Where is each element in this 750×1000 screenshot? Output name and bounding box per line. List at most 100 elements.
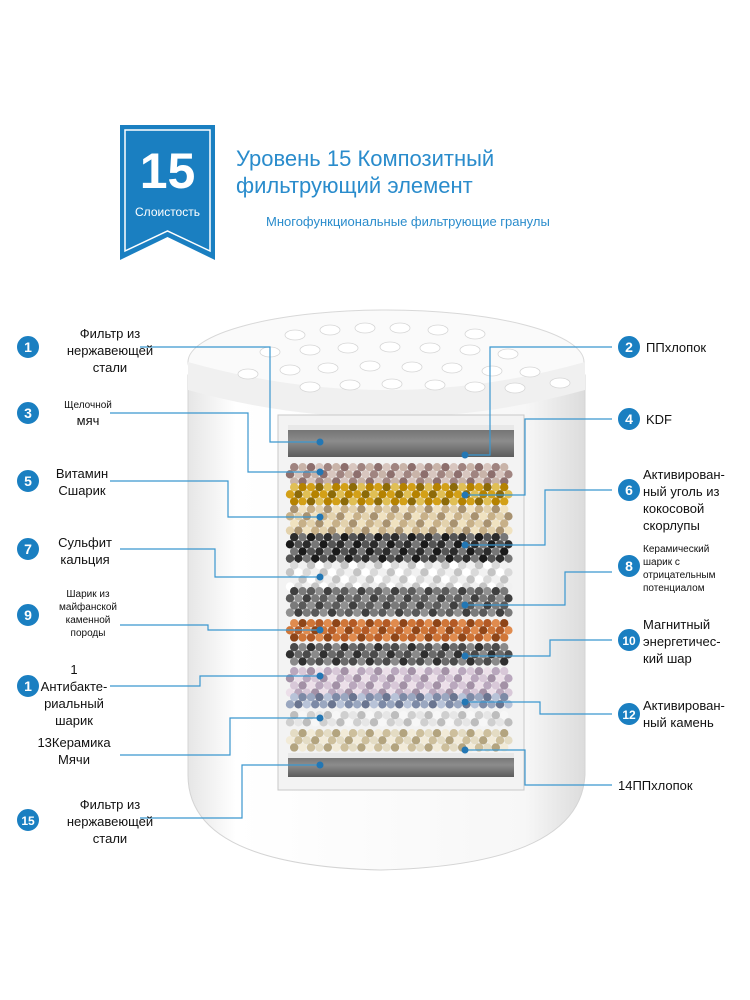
label-line: нержавеющей (66, 343, 154, 358)
leader-line (465, 749, 612, 786)
label-line: ный уголь из (643, 484, 720, 499)
leader-end-dot (316, 468, 324, 476)
number-badge: 1 (15, 334, 41, 360)
leader-line (120, 548, 320, 578)
label-line: скорлупы (643, 518, 700, 533)
granule-layer (285, 587, 513, 617)
number-badge: 9 (15, 602, 41, 628)
number-badge-text: 2 (625, 339, 633, 355)
label-line: кокосовой (643, 501, 705, 516)
leader-end-dot (461, 601, 469, 609)
label-line: KDF (646, 412, 672, 427)
granule-layer (285, 505, 513, 535)
leader-line (465, 639, 612, 657)
number-badge-text: 12 (622, 708, 636, 722)
right-component-label: Магнитный энергетичес-кий шар (643, 616, 721, 667)
leader-line (465, 571, 612, 606)
number-badge-text: 10 (622, 634, 636, 648)
granule-layer (285, 533, 513, 563)
label-line: Антибакте- (40, 679, 108, 694)
badge-caption: Слоистость (135, 205, 200, 219)
label-line: кий шар (643, 651, 692, 666)
label-line: Активирован- (643, 467, 725, 482)
label-line: Сульфит (58, 535, 112, 550)
number-badge-text: 9 (24, 607, 32, 623)
label-line: риальный (44, 696, 104, 711)
number-badge-text: 8 (625, 558, 633, 574)
leader-line (120, 717, 320, 756)
title-line-1: Уровень 15 Композитный (236, 146, 495, 171)
number-badge: 2 (616, 334, 642, 360)
label-line: Витамин (55, 466, 109, 481)
leader-line (465, 346, 612, 456)
leader-line (140, 346, 320, 443)
label-line: потенциалом (643, 583, 705, 594)
badge-number: 15 (139, 143, 196, 199)
right-component-label: KDF (646, 411, 672, 428)
leader-end-dot (316, 626, 324, 634)
number-badge: 3 (15, 400, 41, 426)
number-badge: 4 (616, 406, 642, 432)
label-line: ППхлопок (646, 340, 707, 355)
label-line: энергетичес- (643, 634, 721, 649)
granule-layers (285, 425, 514, 777)
label-line: Фильтр из (79, 797, 141, 812)
leader-line (465, 489, 612, 546)
granule-layer (285, 643, 513, 666)
number-badge: 7 (15, 536, 41, 562)
label-line: отрицательным (643, 570, 716, 581)
leader-end-dot (316, 573, 324, 581)
leader-end-dot (461, 541, 469, 549)
label-line: 14ППхлопок (618, 778, 693, 793)
granule-layer (288, 425, 514, 457)
number-badge-text: 4 (625, 411, 633, 427)
left-component-label: Сульфит кальция (45, 534, 125, 568)
number-badge: 8 (616, 553, 642, 579)
leader-end-dot (316, 438, 324, 446)
leader-line (465, 701, 612, 715)
label-line: породы (70, 628, 106, 639)
number-badge: 1 (15, 673, 41, 699)
number-badge-text: 5 (24, 473, 32, 489)
right-component-label: ППхлопок (646, 339, 706, 356)
leader-line (465, 418, 612, 496)
label-line: Фильтр из (79, 326, 141, 341)
leader-end-dot (461, 451, 469, 459)
label-line: 1 (70, 662, 78, 677)
label-line: Активирован- (643, 698, 725, 713)
leader-end-dot (461, 491, 469, 499)
number-badge-text: 15 (21, 814, 35, 828)
label-line: мяч (76, 413, 100, 428)
label-line: кальция (60, 552, 110, 567)
granule-layer (285, 729, 513, 752)
right-component-label: Активирован-ный камень (643, 697, 725, 731)
label-line: майфанской (59, 602, 117, 613)
label-line: ный камень (643, 715, 714, 730)
granule-layer (285, 561, 513, 591)
leader-end-dot (316, 672, 324, 680)
leader-end-dot (461, 746, 469, 754)
page-subtitle: Многофункциональные фильтрующие гранулы (266, 214, 550, 229)
leader-end-dot (461, 652, 469, 660)
number-badge: 5 (15, 468, 41, 494)
leader-line (110, 480, 320, 518)
granule-layer (288, 753, 514, 777)
label-line: стали (92, 831, 128, 846)
leader-line (110, 412, 320, 473)
label-line: шарик с (643, 557, 680, 568)
label-line: шарик (55, 713, 93, 728)
right-component-label: 14ППхлопок (618, 777, 693, 794)
label-line: Магнитный (643, 617, 711, 632)
granule-layer (285, 483, 513, 506)
granule-layer (285, 619, 513, 642)
label-line: каменной (65, 615, 111, 626)
